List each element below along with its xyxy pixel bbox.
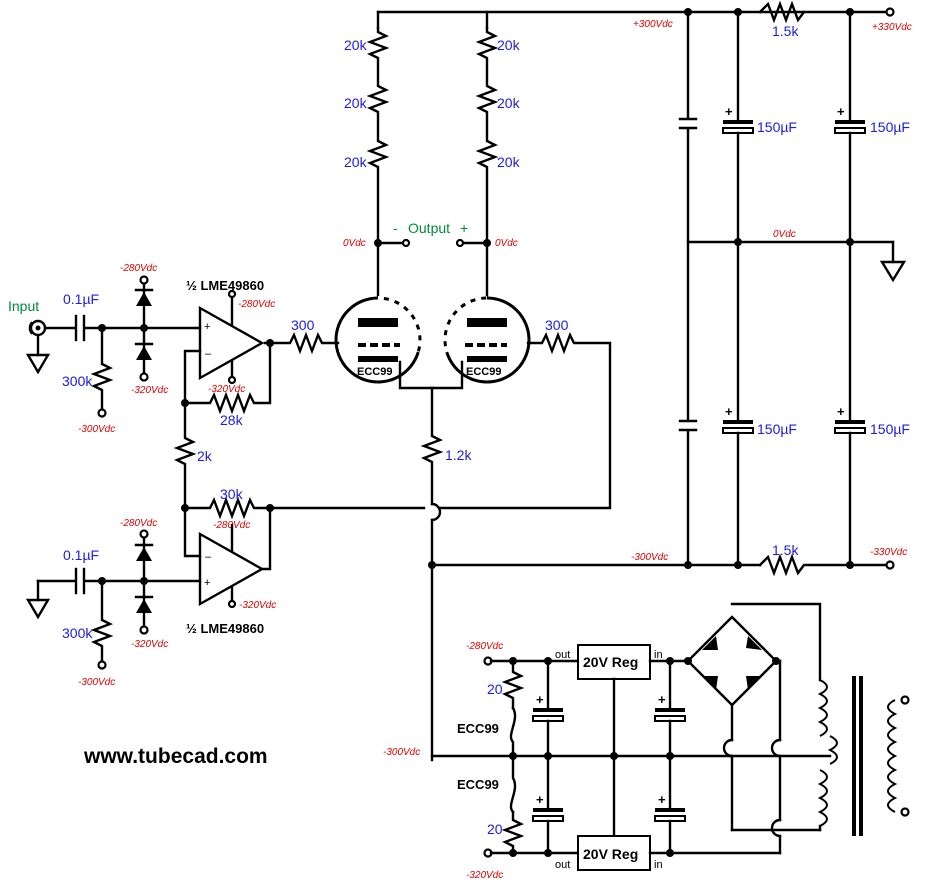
c-150-label: 150µF — [757, 119, 797, 135]
v-m320-label: -320Vdc — [131, 639, 168, 650]
opamp-label-top: ½ LME49860 — [186, 278, 264, 293]
r-20k-label: 20k — [344, 37, 368, 53]
tube-left: ECC99 — [334, 296, 422, 384]
r-30k-label: 30k — [220, 486, 244, 502]
v-m320-label: -320Vdc — [131, 385, 168, 396]
transformer — [817, 676, 910, 836]
v-m320-label: -320Vdc — [208, 384, 245, 395]
r-20k-label: 20k — [497, 95, 521, 111]
r-28k-label: 28k — [220, 412, 244, 428]
v-m300-label: -300Vdc — [383, 747, 420, 758]
r-20-label: 20 — [487, 681, 503, 697]
heater-label: ECC99 — [457, 721, 499, 736]
opamp-bottom: – + — [198, 523, 265, 609]
svg-text:+: + — [658, 792, 666, 807]
v-m330-label: -330Vdc — [870, 547, 907, 558]
cap-label: 0.1µF — [63, 547, 99, 563]
r-2k-label: 2k — [197, 448, 213, 464]
cap-label: 0.1µF — [63, 291, 99, 307]
ground-icon — [879, 260, 907, 283]
output-label: Output — [408, 220, 450, 236]
r-20-label: 20 — [487, 821, 503, 837]
r-1-5k-label: 1.5k — [772, 542, 799, 558]
svg-text:–: – — [205, 348, 212, 360]
ground-icon — [25, 353, 51, 375]
tube-left-label: ECC99 — [357, 366, 392, 378]
svg-text:+: + — [725, 104, 733, 119]
svg-text:+: + — [536, 692, 544, 707]
v-m280-label: -280Vdc — [120, 518, 157, 529]
r-20k-label: 20k — [497, 37, 521, 53]
output-terminal-plus[interactable] — [455, 238, 465, 248]
r-1-2k-label: 1.2k — [445, 447, 472, 463]
svg-text:+: + — [837, 404, 845, 419]
plate-resistors-left — [366, 26, 390, 300]
svg-text:–: – — [205, 551, 212, 563]
svg-text:+: + — [204, 321, 210, 333]
input-label: Input — [8, 298, 39, 314]
plate-voltage-left: 0Vdc — [343, 238, 366, 249]
reg-out-label: out — [555, 649, 570, 661]
r-1-5k-label: 1.5k — [772, 23, 799, 39]
plate-voltage-right: 0Vdc — [495, 238, 518, 249]
input-jack[interactable] — [28, 319, 47, 337]
v-m300-label: -300Vdc — [631, 552, 668, 563]
svg-text:+: + — [837, 104, 845, 119]
output-plus-label: + — [460, 220, 468, 236]
reg-out-label: out — [555, 859, 570, 871]
r-20k-label: 20k — [344, 154, 368, 170]
v-m320-label: -320Vdc — [239, 600, 276, 611]
v-p330-label: +330Vdc — [872, 22, 912, 33]
electrolytic-caps: + + + + — [722, 10, 866, 567]
reg-label-top: 20V Reg — [583, 654, 638, 670]
reg-in-label: in — [654, 649, 663, 661]
svg-text:+: + — [536, 792, 544, 807]
r-300-label: 300 — [291, 317, 315, 333]
r-20k-label: 20k — [344, 95, 368, 111]
reg-in-label: in — [654, 859, 663, 871]
v-m280-label: -280Vdc — [120, 263, 157, 274]
c-150-label: 150µF — [870, 421, 910, 437]
v-m300-label: -300Vdc — [78, 677, 115, 688]
heater-label: ECC99 — [457, 777, 499, 792]
bridge-rectifier — [686, 615, 778, 707]
r-300k-label: 300k — [62, 625, 93, 641]
svg-text:+: + — [658, 692, 666, 707]
opamp-label-bottom: ½ LME49860 — [186, 621, 264, 636]
r-20k-label: 20k — [497, 154, 521, 170]
reg-label-bottom: 20V Reg — [583, 846, 638, 862]
ground-icon — [25, 598, 51, 620]
output-terminal-minus[interactable] — [401, 238, 411, 248]
v-0-label: 0Vdc — [773, 229, 796, 240]
v-m320-label: -320Vdc — [466, 870, 503, 881]
v-m280-label: -280Vdc — [238, 299, 275, 310]
v-p300-label: +300Vdc — [633, 19, 673, 30]
terminal-p330[interactable] — [885, 7, 895, 17]
c-150-label: 150µF — [870, 119, 910, 135]
svg-text:+: + — [725, 404, 733, 419]
opamp-top: + – — [198, 289, 265, 385]
site-url: www.tubecad.com — [83, 745, 268, 768]
r-300k-label: 300k — [62, 373, 93, 389]
svg-text:+: + — [204, 577, 210, 589]
r-300-label: 300 — [545, 317, 569, 333]
tube-right-label: ECC99 — [466, 366, 501, 378]
plate-resistors-right — [475, 26, 499, 300]
v-m300-label: -300Vdc — [78, 424, 115, 435]
c-150-label: 150µF — [757, 421, 797, 437]
v-m280-label: -280Vdc — [466, 641, 503, 652]
output-minus-label: - — [393, 220, 398, 236]
terminal-m330[interactable] — [885, 560, 895, 570]
tube-right: ECC99 — [443, 296, 531, 384]
